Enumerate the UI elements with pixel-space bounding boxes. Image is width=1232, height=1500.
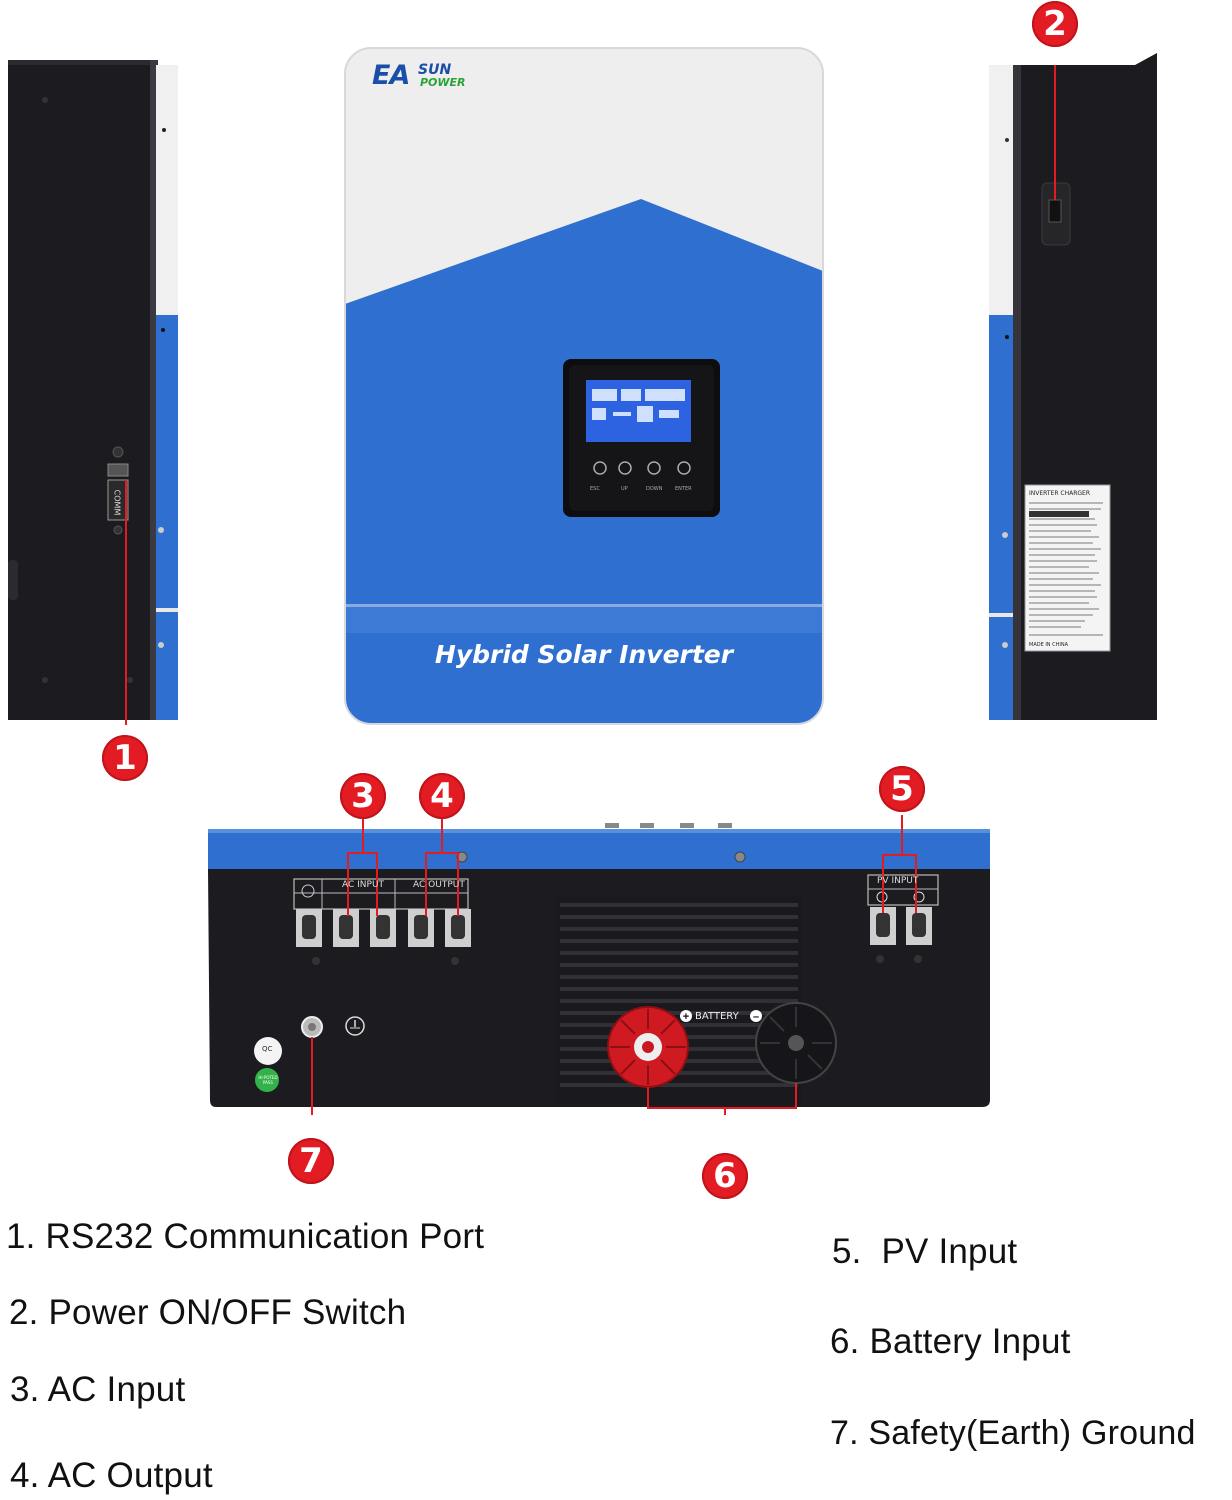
- callout-6-badge: 6: [702, 1153, 748, 1199]
- legend-item-4: 4. AC Output: [10, 1456, 213, 1495]
- lcd-button-esc[interactable]: ESC: [590, 486, 600, 492]
- callout-1-badge: 1: [102, 735, 148, 781]
- left-side-view: COMM: [0, 40, 185, 730]
- qc-sticker-label: QC: [262, 1045, 273, 1053]
- front-panel-illustration: [344, 47, 824, 725]
- front-title: Hybrid Solar Inverter: [434, 640, 734, 669]
- callout-5-badge: 5: [879, 766, 925, 812]
- ac-input-label: AC INPUT: [342, 880, 385, 890]
- lcd-button-enter[interactable]: ENTER: [675, 486, 692, 492]
- label-sticker-footer: MADE IN CHINA: [1029, 642, 1069, 648]
- hipot-sticker-label: HI-POTED PASS: [258, 1075, 278, 1085]
- lcd-button-down[interactable]: DOWN: [646, 486, 663, 492]
- legend-item-2: 2. Power ON/OFF Switch: [9, 1293, 407, 1332]
- legend-item-1: 1. RS232 Communication Port: [6, 1217, 485, 1256]
- ac-output-label: AC OUTPUT: [413, 880, 465, 890]
- left-side-illustration: [8, 60, 178, 725]
- callout-3-badge: 3: [340, 773, 386, 819]
- pv-input-label: PV INPUT: [877, 876, 919, 886]
- brand-logo-main: EA: [372, 60, 410, 91]
- callout-7-badge: 7: [288, 1138, 334, 1184]
- callout-4-badge: 4: [419, 773, 465, 819]
- front-view: ESC UP DOWN ENTER: [343, 46, 825, 726]
- right-side-illustration: [989, 53, 1157, 720]
- legend-item-6: 6. Battery Input: [830, 1322, 1071, 1361]
- svg-text:+: +: [683, 1011, 689, 1023]
- lcd-button-up[interactable]: UP: [621, 486, 628, 492]
- legend-item-5: 5. PV Input: [832, 1232, 1018, 1271]
- bottom-panel-illustration: + –: [208, 810, 990, 1155]
- brand-logo: EA SUN POWER: [372, 60, 466, 91]
- right-side-view: INVERTER CHARGER MADE IN CHINA: [985, 45, 1160, 730]
- bottom-view: + – AC INPUT AC OUTPUT PV INPUT BATTERY …: [200, 810, 1000, 1155]
- comm-port-label: COMM: [112, 489, 122, 516]
- legend-item-7: 7. Safety(Earth) Ground: [830, 1414, 1196, 1452]
- legend-item-3: 3. AC Input: [10, 1370, 186, 1409]
- brand-logo-sun: SUN: [418, 62, 452, 78]
- svg-text:–: –: [753, 1011, 759, 1023]
- callout-2-badge: 2: [1032, 1, 1078, 47]
- brand-logo-power: POWER: [420, 76, 466, 89]
- label-sticker-title: INVERTER CHARGER: [1029, 490, 1091, 497]
- battery-label: BATTERY: [695, 1011, 739, 1022]
